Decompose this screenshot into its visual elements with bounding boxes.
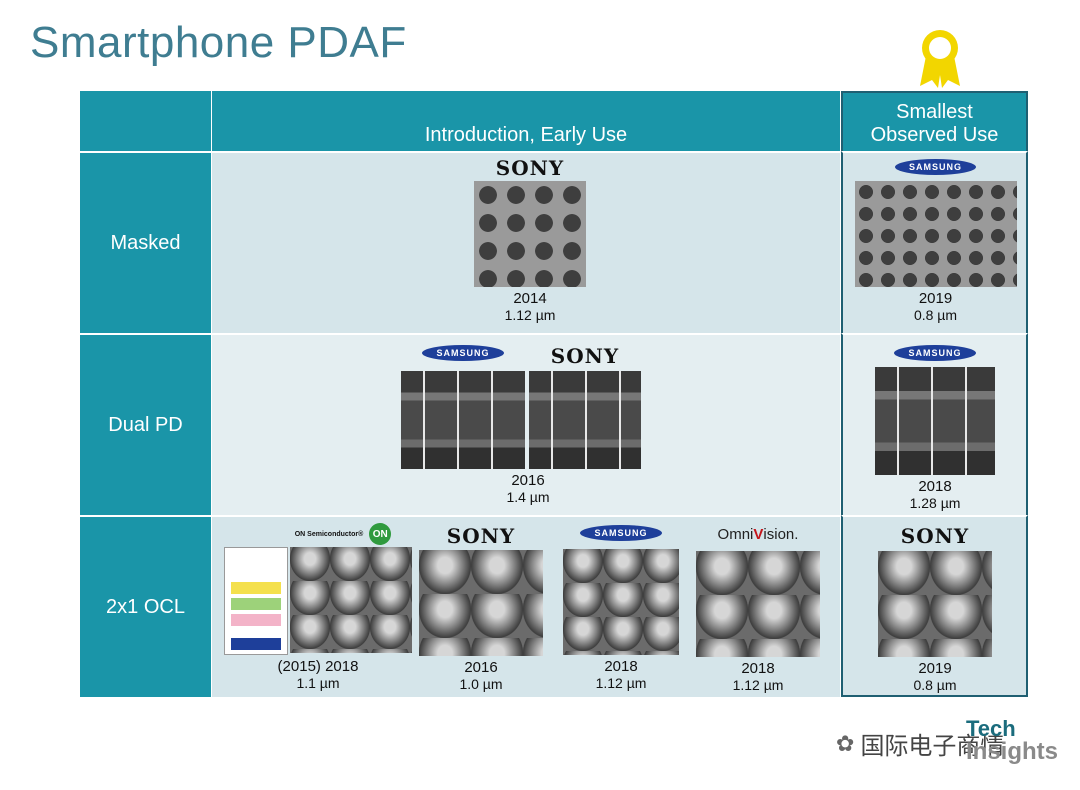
year-label: 2019 [918,660,952,677]
ocl-sony-sem-image [419,550,543,656]
pitch-label: 1.1 µm [296,675,340,691]
award-ribbon-icon [920,30,960,88]
pitch-label: 0.8 µm [913,677,957,693]
ocl-on-images [224,547,412,655]
sony-logo: SONY [900,524,970,548]
thumb-band [231,614,281,626]
ocl-smallest-cell: SONY 2019 0.8 µm [841,515,1028,697]
masked-smallest-sem-image [854,181,1017,287]
sony-logo: SONY [446,524,516,548]
omnivision-logo-pre: Omni [717,526,754,543]
watermark: ✿ 国际电子商情 [836,726,1004,761]
sony-logo: SONY [550,344,620,368]
pitch-label: 1.4 µm [506,489,550,505]
dualpd-samsung-item: SAMSUNG [400,345,526,469]
year-label: 2016 [511,472,545,489]
omnivision-logo-post: ision. [763,526,799,543]
row-label-2x1-ocl: 2x1 OCL [80,515,211,697]
dualpd-smallest-sem-image [875,367,995,475]
techinsights-logo-line1: Tech [966,716,1016,741]
year-label: 2019 [918,290,953,307]
ocl-samsung-sem-image [563,549,679,655]
row-label-dual-pd: Dual PD [80,333,211,515]
dualpd-sony-item: SONY [528,345,642,469]
masked-intro-cell: SONY 2014 1.12 µm [212,151,840,333]
omnivision-v-mark: V [753,526,764,543]
on-badge: ON [369,523,392,545]
sony-logo: SONY [495,156,565,180]
ocl-on-item: ON Semiconductor® ON (2015) 2018 1.1 µm [222,523,414,691]
pitch-label: 1.12 µm [595,675,647,691]
dualpd-samsung-sem-image [401,371,525,469]
smallest-header-line2: Observed Use [870,124,999,146]
samsung-logo: SAMSUNG [422,345,504,361]
thumb-band [231,638,281,650]
year-label: 2018 [604,658,638,675]
row-label-masked: Masked [80,151,211,333]
dualpd-intro-caption: 2016 1.4 µm [468,469,588,505]
dualpd-sony-sem-image [529,371,641,469]
masked-smallest-cell: SAMSUNG 2019 0.8 µm [841,151,1028,333]
dualpd-smallest-item: SAMSUNG 2018 1.28 µm [871,345,999,511]
smallest-header-line1: Smallest [896,101,973,123]
pitch-label: 0.8 µm [913,307,958,323]
pitch-label: 1.12 µm [504,307,556,323]
page-title: Smartphone PDAF [30,18,407,67]
ocl-smallest-item: SONY 2019 0.8 µm [873,525,997,693]
year-label: 2016 [464,659,498,676]
pitch-label: 1.12 µm [732,677,784,693]
ocl-intro-cell: ON Semiconductor® ON (2015) 2018 1.1 µm … [212,515,840,697]
ocl-omnivision-sem-image [696,551,820,657]
year-label: 2018 [918,478,952,495]
year-label: 2018 [741,660,775,677]
samsung-logo: SAMSUNG [894,159,976,175]
on-doc-thumbnail [224,547,288,655]
ocl-on-sem-image [290,547,412,653]
samsung-logo: SAMSUNG [894,345,976,361]
ocl-smallest-sem-image [878,551,992,657]
dualpd-smallest-cell: SAMSUNG 2018 1.28 µm [841,333,1028,515]
smallest-header: Smallest Observed Use [841,91,1028,151]
masked-smallest-item: SAMSUNG 2019 0.8 µm [853,159,1018,323]
on-semiconductor-text: ON Semiconductor® [294,530,364,538]
thumb-band [231,582,281,594]
intro-header: Introduction, Early Use [212,91,840,151]
watermark-text: 国际电子商情 [860,733,1005,760]
year-label: 2014 [513,290,547,307]
dualpd-intro-cell: SAMSUNG SONY 2016 1.4 µm [212,333,840,515]
corner-header [80,91,211,151]
masked-intro-item: SONY 2014 1.12 µm [470,157,590,323]
techinsights-logo: Tech Insights [966,718,1078,768]
on-semiconductor-logo: ON Semiconductor® ON [295,523,392,545]
pitch-label: 1.0 µm [459,676,503,692]
pitch-label: 1.28 µm [909,495,961,511]
thumb-band [231,598,281,610]
ocl-samsung-item: SAMSUNG 2018 1.12 µm [560,525,682,691]
ocl-omnivision-item: OmniVision. 2018 1.12 µm [694,525,822,693]
masked-sem-image [474,181,586,287]
techinsights-logo-line2: Insights [966,738,1059,765]
samsung-logo: SAMSUNG [580,525,662,541]
wechat-icon: ✿ [836,730,855,756]
ocl-sony-item: SONY 2016 1.0 µm [418,525,544,692]
pdaf-table: Introduction, Early Use Smallest Observe… [80,91,1028,697]
omnivision-logo: OmniVision. [718,525,799,545]
year-label: (2015) 2018 [277,658,359,675]
